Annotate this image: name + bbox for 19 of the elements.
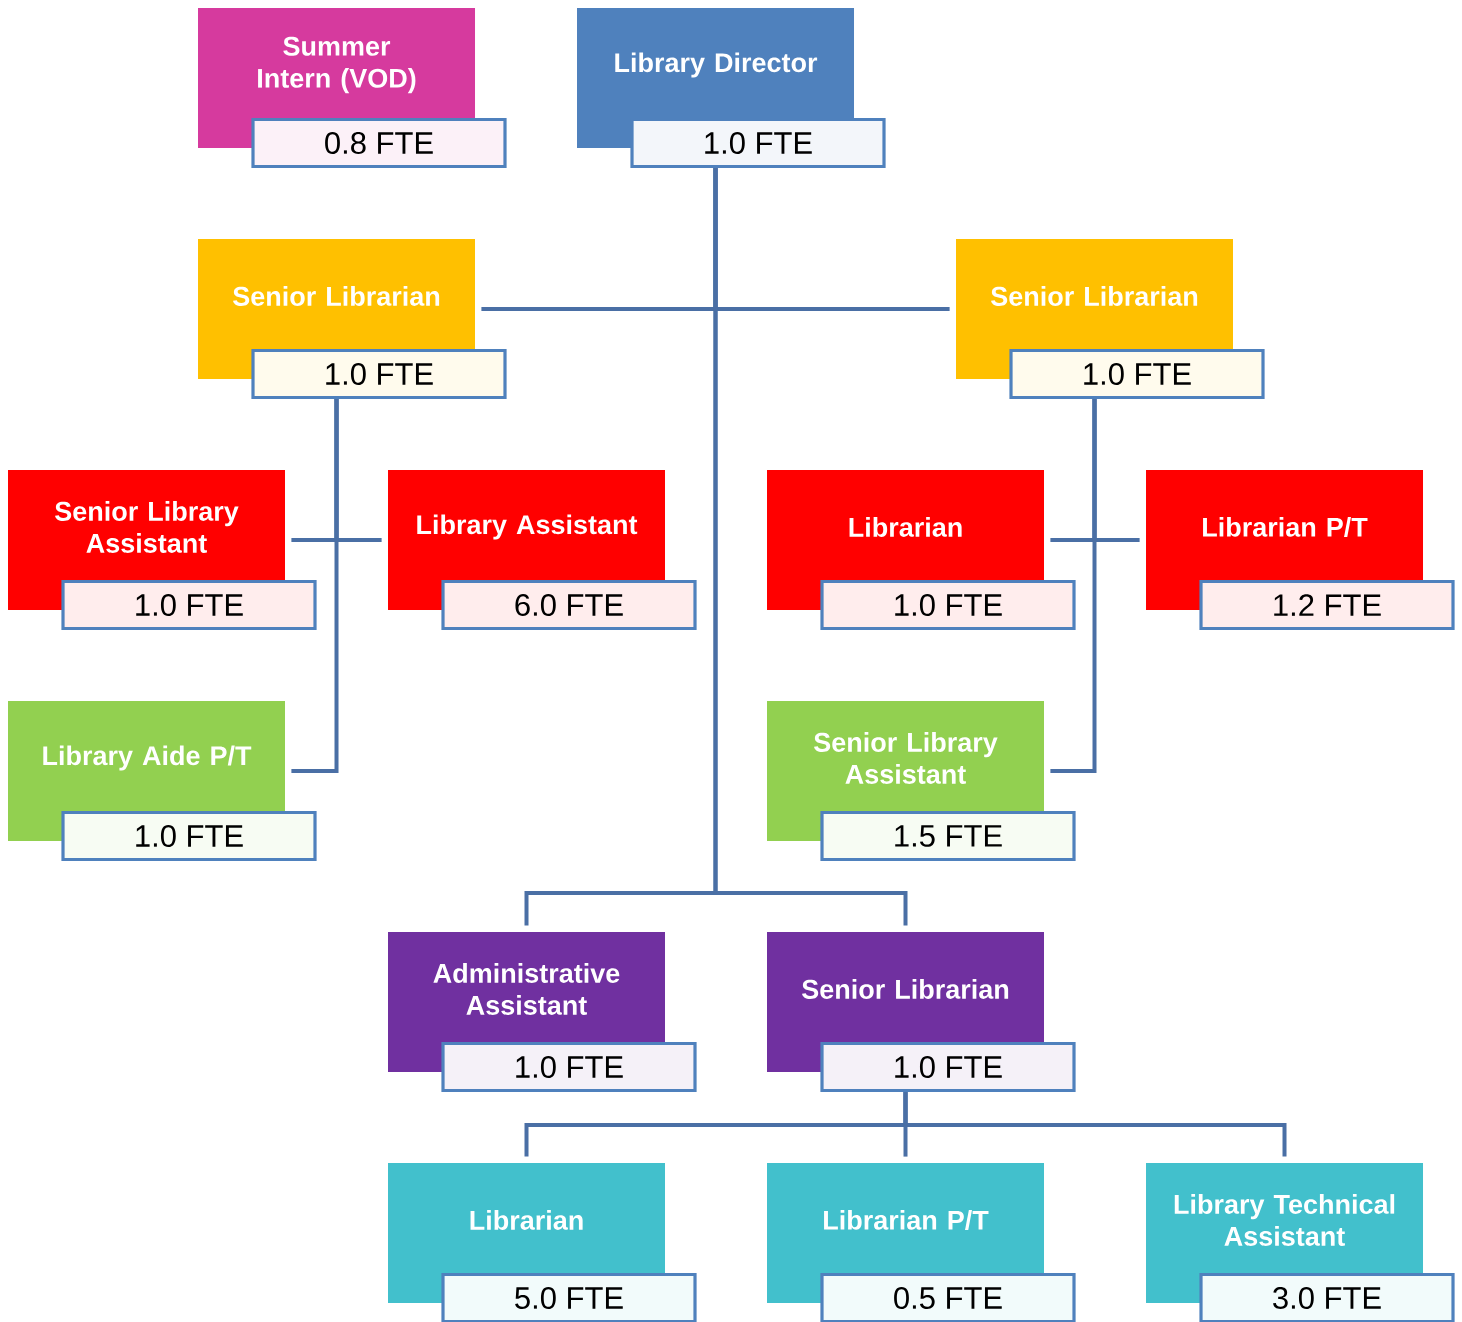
fte-box: 6.0 FTE <box>441 579 697 631</box>
fte-box: 1.0 FTE <box>61 579 317 631</box>
fte-box: 3.0 FTE <box>1199 1272 1455 1322</box>
fte-box: 1.5 FTE <box>820 810 1076 862</box>
fte-box: 1.0 FTE <box>61 810 317 862</box>
connector-line <box>903 1092 1287 1157</box>
fte-box: 1.0 FTE <box>441 1041 697 1093</box>
fte-box: 1.0 FTE <box>820 579 1076 631</box>
fte-box: 1.0 FTE <box>251 348 507 400</box>
connector-line <box>713 168 908 926</box>
connector-line <box>1050 399 1097 773</box>
fte-box: 1.0 FTE <box>1009 348 1265 400</box>
connector-line <box>291 399 339 773</box>
fte-box: 0.8 FTE <box>251 117 507 169</box>
fte-box: 1.2 FTE <box>1199 579 1455 631</box>
fte-box: 1.0 FTE <box>820 1041 1076 1093</box>
fte-box: 1.0 FTE <box>630 117 886 169</box>
fte-box: 5.0 FTE <box>441 1272 697 1322</box>
fte-box: 0.5 FTE <box>820 1272 1076 1322</box>
